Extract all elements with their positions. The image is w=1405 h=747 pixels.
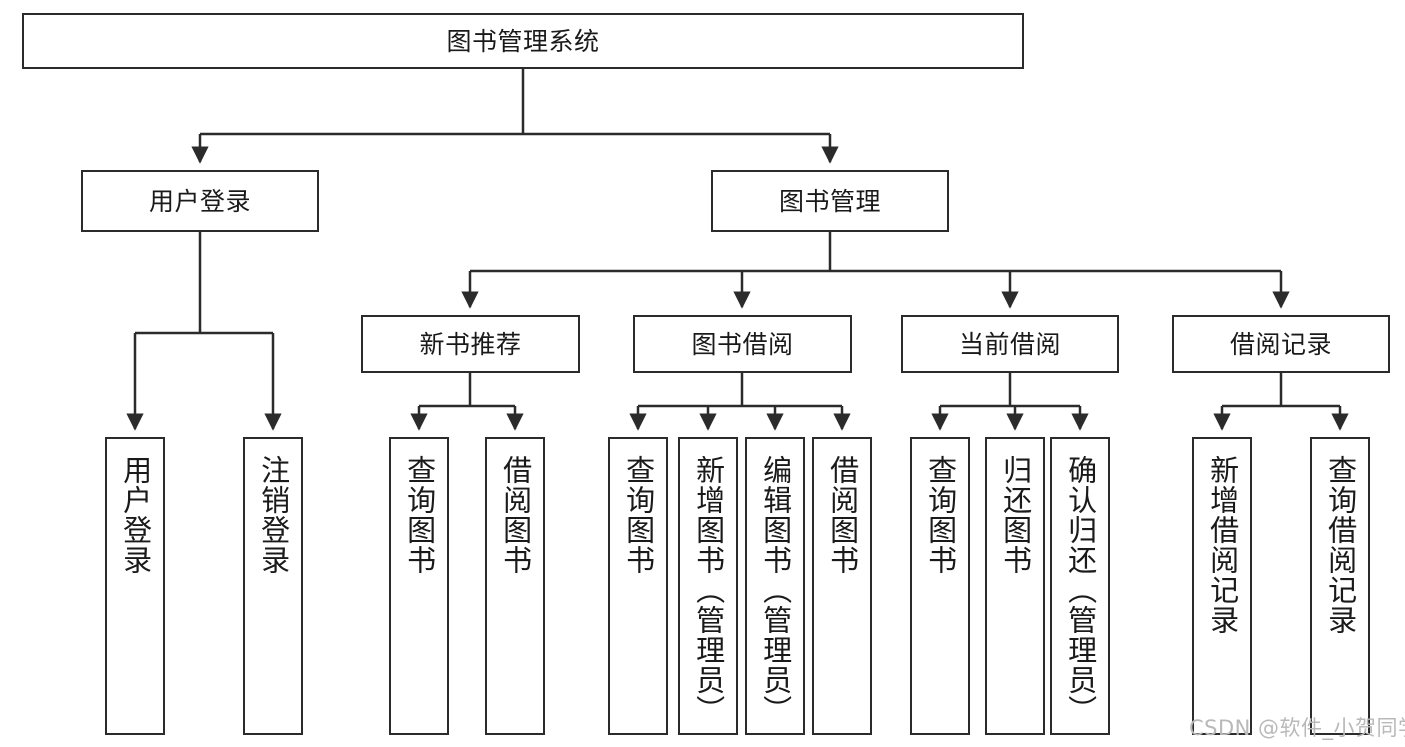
node-leaf-return-book[interactable]: 归还图书 [985, 437, 1045, 735]
node-leaf-add-book-label: 新增图书（管理员） [691, 455, 726, 725]
node-leaf-query-book-3-label: 查询图书 [923, 455, 958, 575]
node-borrow-record[interactable]: 借阅记录 [1172, 315, 1390, 373]
node-leaf-query-record[interactable]: 查询借阅记录 [1310, 437, 1370, 735]
node-root[interactable]: 图书管理系统 [22, 13, 1024, 69]
node-leaf-edit-book-label: 编辑图书（管理员） [758, 455, 793, 725]
watermark-text: CSDN @软件_小贺同学 [1189, 716, 1405, 740]
node-leaf-user-login[interactable]: 用户登录 [105, 437, 165, 735]
node-new-book-recommend[interactable]: 新书推荐 [361, 315, 580, 373]
node-leaf-user-logout[interactable]: 注销登录 [243, 437, 303, 735]
node-new-book-recommend-label: 新书推荐 [419, 329, 522, 359]
node-leaf-query-book-2-label: 查询图书 [621, 455, 656, 575]
node-leaf-borrow-book-2-label: 借阅图书 [825, 455, 860, 575]
node-leaf-user-logout-label: 注销登录 [256, 455, 291, 575]
node-leaf-query-book-1[interactable]: 查询图书 [389, 437, 449, 735]
node-book-manage[interactable]: 图书管理 [711, 170, 949, 232]
node-leaf-borrow-book-1[interactable]: 借阅图书 [485, 437, 545, 735]
node-current-borrow[interactable]: 当前借阅 [901, 315, 1119, 373]
node-leaf-add-record-label: 新增借阅记录 [1205, 455, 1240, 635]
node-leaf-query-book-1-label: 查询图书 [402, 455, 437, 575]
node-user-login[interactable]: 用户登录 [81, 170, 319, 232]
node-book-borrow-label: 图书借阅 [691, 329, 794, 359]
node-leaf-user-login-label: 用户登录 [118, 455, 153, 575]
node-book-borrow[interactable]: 图书借阅 [633, 315, 852, 373]
node-current-borrow-label: 当前借阅 [958, 329, 1061, 359]
node-book-manage-label: 图书管理 [778, 186, 881, 216]
node-root-label: 图书管理系统 [446, 26, 600, 56]
node-leaf-add-record[interactable]: 新增借阅记录 [1192, 437, 1252, 735]
node-leaf-confirm-return-label: 确认归还（管理员） [1063, 455, 1098, 725]
node-leaf-query-record-label: 查询借阅记录 [1323, 455, 1358, 635]
node-borrow-record-label: 借阅记录 [1229, 329, 1332, 359]
node-user-login-label: 用户登录 [148, 186, 251, 216]
node-leaf-add-book[interactable]: 新增图书（管理员） [678, 437, 738, 735]
node-leaf-query-book-3[interactable]: 查询图书 [910, 437, 970, 735]
node-leaf-borrow-book-2[interactable]: 借阅图书 [812, 437, 872, 735]
node-leaf-borrow-book-1-label: 借阅图书 [498, 455, 533, 575]
node-leaf-edit-book[interactable]: 编辑图书（管理员） [745, 437, 805, 735]
node-leaf-query-book-2[interactable]: 查询图书 [608, 437, 668, 735]
node-leaf-return-book-label: 归还图书 [998, 455, 1033, 575]
node-leaf-confirm-return[interactable]: 确认归还（管理员） [1050, 437, 1110, 735]
